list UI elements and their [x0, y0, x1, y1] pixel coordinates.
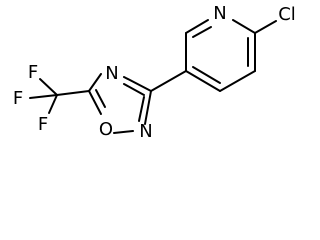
bond-pyridine-n-c2	[232, 19, 256, 34]
bond-cf3-f-left	[29, 94, 58, 99]
bond-pyridine-oxadiazole	[150, 70, 187, 92]
bond-pyridine-c6-n-inner	[192, 26, 212, 38]
atom-label-fluorine-left: F	[13, 88, 23, 109]
bond-oxadiazole-c5-o	[88, 90, 102, 115]
bond-cf3-f-top	[39, 78, 58, 96]
bond-pyridine-c6-n	[185, 19, 209, 34]
bond-oxadiazole-c5-o-inner	[95, 89, 106, 108]
atom-label-fluorine-bottom: F	[38, 114, 48, 135]
bond-oxadiazole-c3-n4	[123, 76, 152, 92]
bond-oxadiazole-c3-n4-inner	[123, 83, 145, 96]
bond-oxadiazole-n4-c5	[88, 73, 102, 92]
bond-oxadiazole-n2-c3	[144, 90, 152, 125]
bond-pyridine-c4-c5-inner	[192, 66, 221, 84]
atom-label-oxadiazole-n-bottom: N	[139, 121, 152, 142]
atom-label-oxygen: O	[99, 119, 113, 140]
atom-label-fluorine-top: F	[28, 62, 38, 83]
bond-pyridine-c4-c5	[185, 70, 221, 92]
atom-label-cl: Cl	[278, 4, 296, 25]
atom-label-oxadiazole-n-top: N	[105, 63, 118, 84]
bond-pyridine-c3-c4	[219, 70, 256, 92]
bond-oxadiazole-n2-c3-inner	[138, 96, 145, 122]
bond-oxadiazole-o-n2	[113, 130, 134, 134]
atom-label-pyridine-n: N	[213, 3, 226, 24]
bond-cf3-f-bottom	[48, 94, 58, 114]
chemical-structure-diagram: N Cl N N O F F F	[13, 3, 296, 142]
bond-c-cl	[254, 20, 277, 34]
bond-c-cf3	[56, 90, 90, 96]
